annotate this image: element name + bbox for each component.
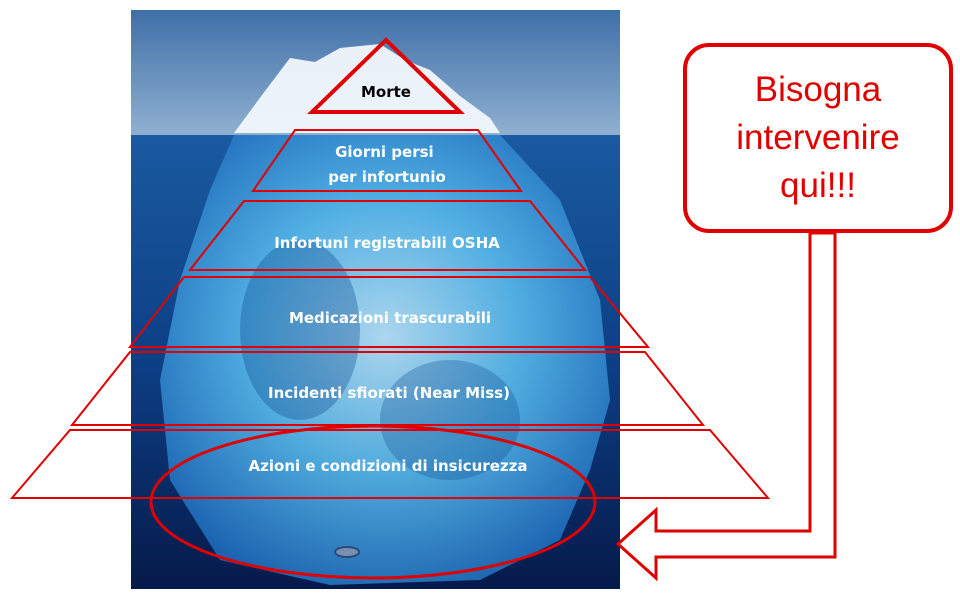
level-1-outline <box>307 37 465 114</box>
level-3-label: Infortuni registrabili OSHA <box>274 234 500 252</box>
iceberg-shadow <box>380 360 520 480</box>
highlight-ellipse <box>149 424 597 580</box>
level-4-label: Medicazioni trascurabili <box>289 309 491 327</box>
level-2-label: Giorni persi per infortunio <box>328 143 446 186</box>
level-2-outline <box>251 129 523 192</box>
level-2-label-line1: Giorni persi <box>335 143 434 161</box>
level-5-outline <box>69 351 706 426</box>
pointer-arrow <box>615 231 837 582</box>
level-2-label-line2: per infortunio <box>328 168 446 186</box>
level-4-outline <box>127 276 651 348</box>
level-6-label: Azioni e condizioni di insicurezza <box>249 457 528 475</box>
level-6-outline <box>9 429 771 499</box>
iceberg-underwater <box>160 135 610 585</box>
callout-box: Bisogna intervenire qui!!! <box>683 43 953 233</box>
level-3-outline <box>187 200 588 271</box>
iceberg-shadow <box>240 240 360 420</box>
callout-text: Bisogna intervenire qui!!! <box>736 70 900 205</box>
level-1-label: Morte <box>361 83 411 101</box>
level-5-label: Incidenti sfiorati (Near Miss) <box>268 384 510 402</box>
small-oval <box>334 546 360 558</box>
